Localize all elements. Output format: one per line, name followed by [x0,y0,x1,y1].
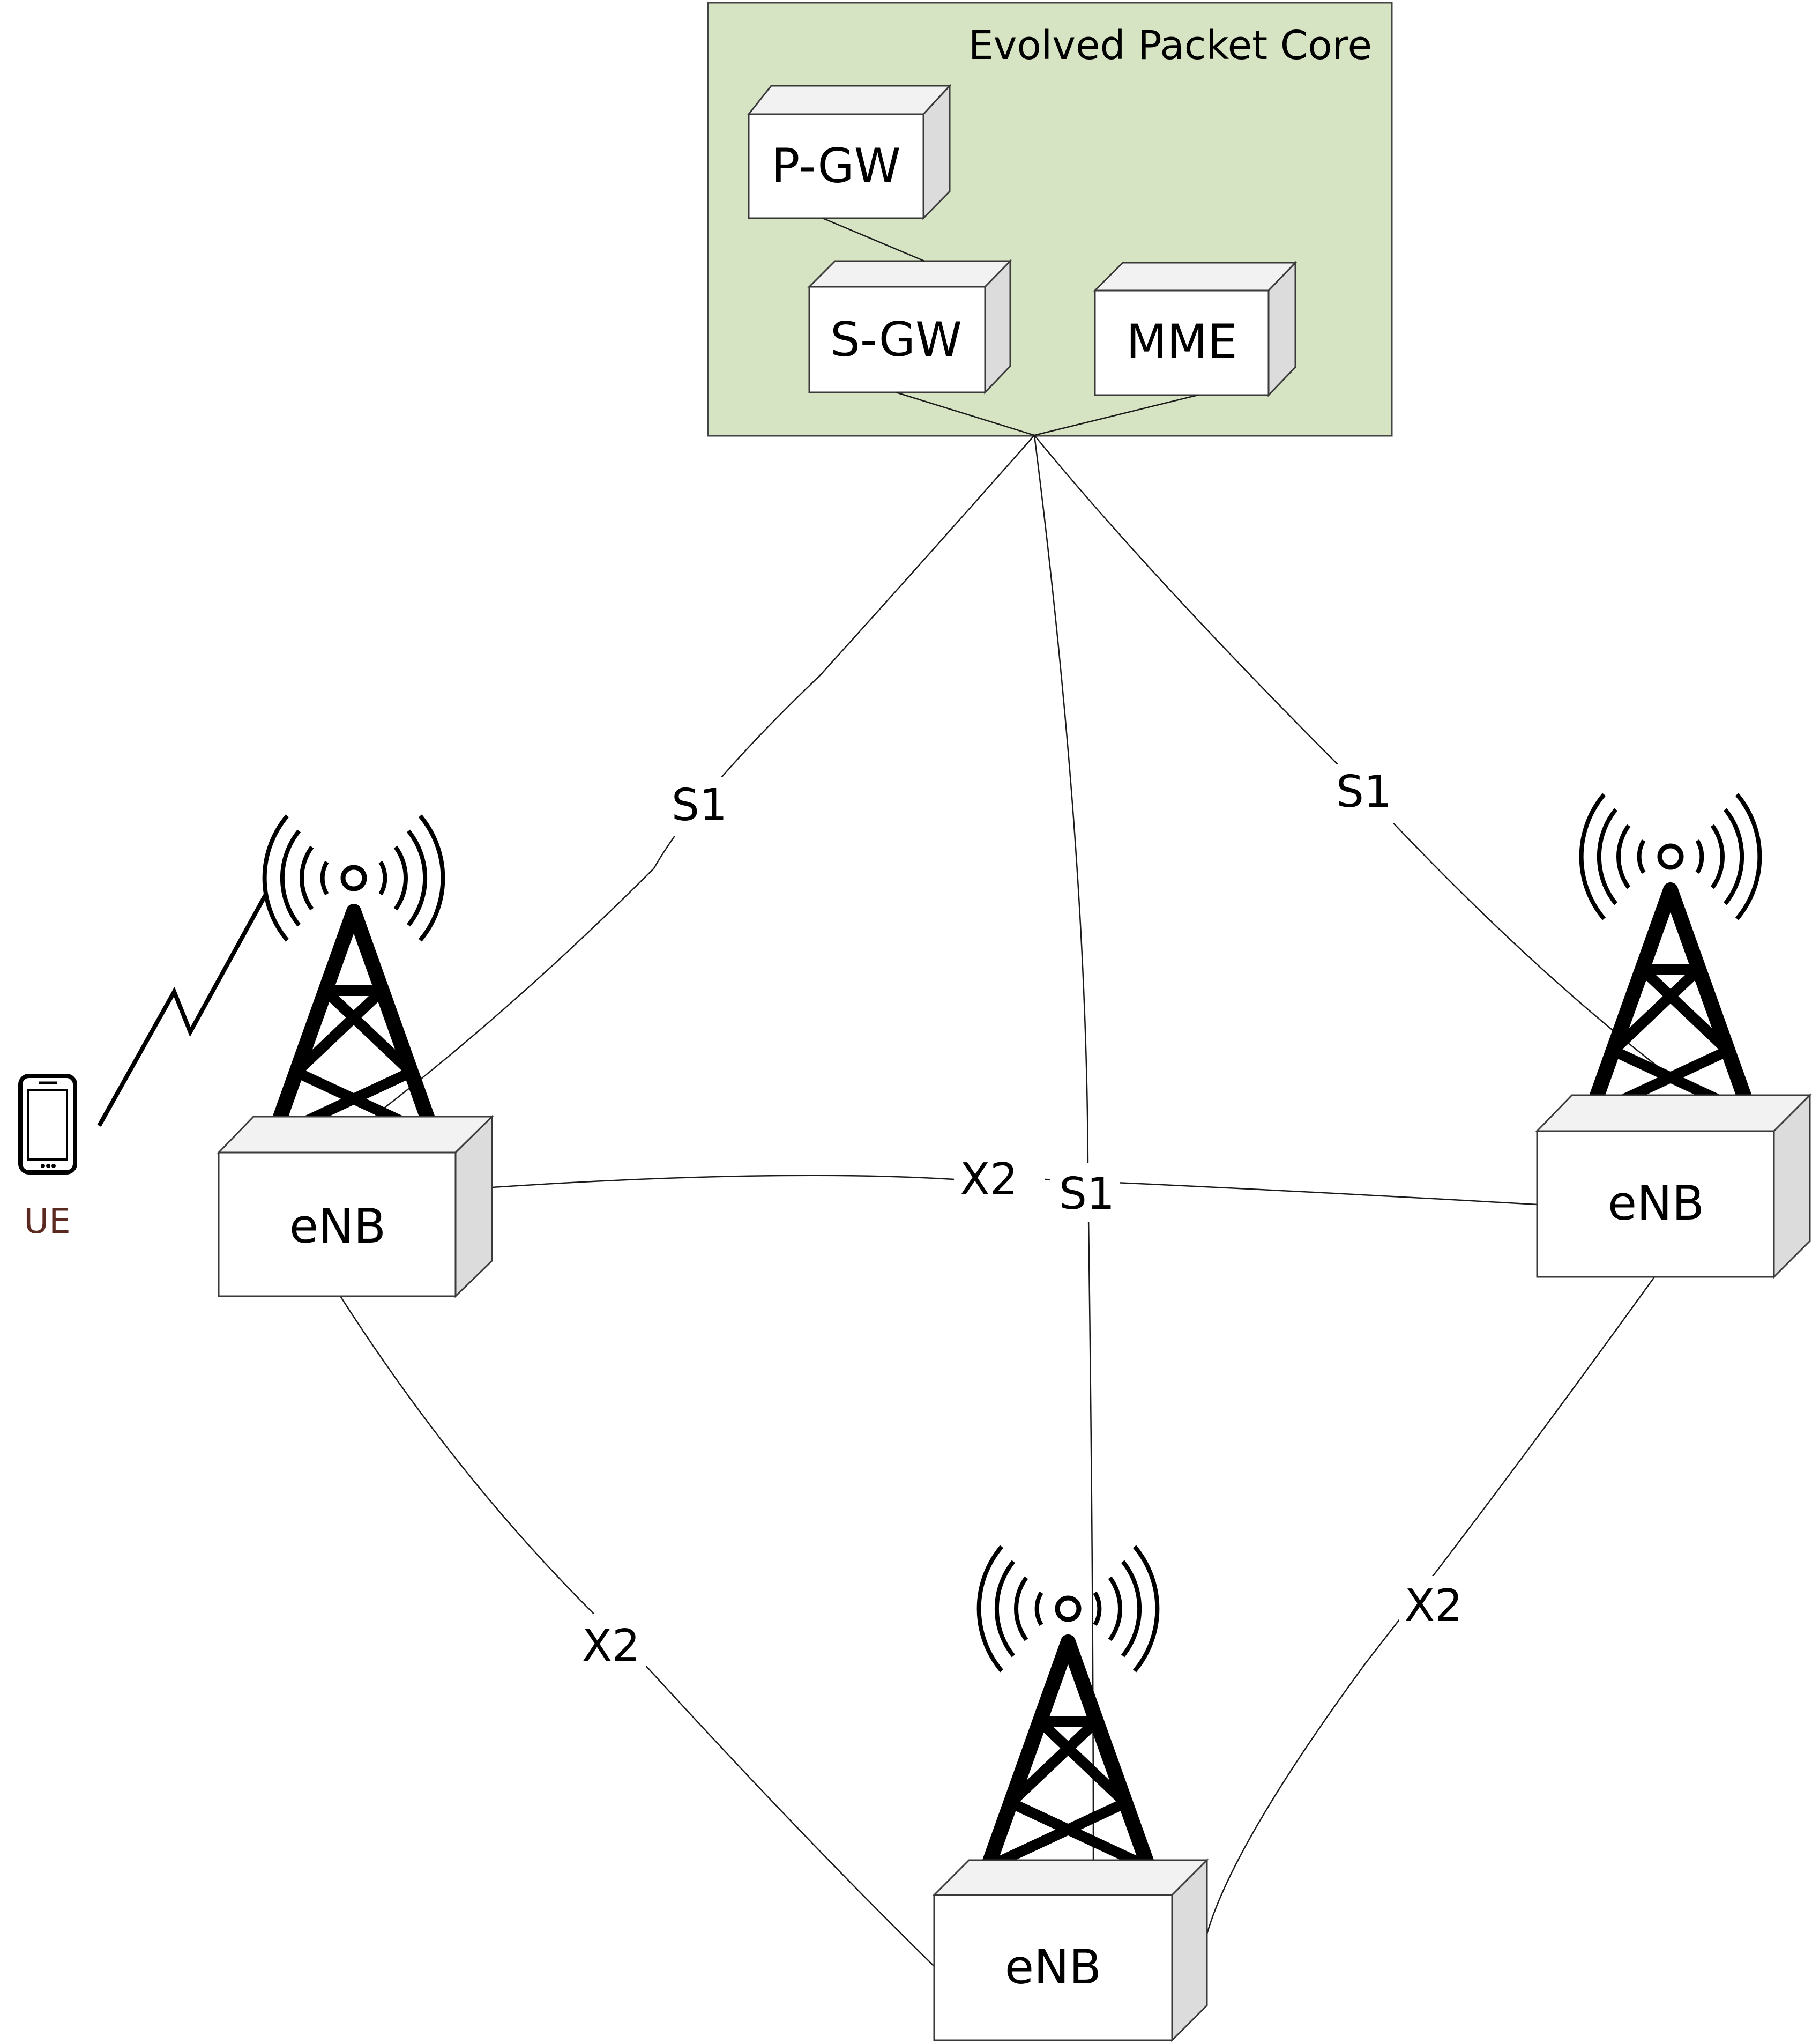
cell-tower-icon [979,1547,1158,1867]
enb-right-label: eNB [1608,1176,1704,1231]
enb-left-label: eNB [289,1199,386,1254]
mme-node[interactable]: MME [1093,261,1298,397]
smartphone-icon [18,1074,77,1175]
enb-bottom[interactable]: eNB [932,1547,1209,2042]
s1-label-right: S1 [1336,767,1392,817]
pgw-node[interactable]: P-GW [747,84,952,220]
ue-device[interactable]: UE [18,1074,77,1242]
x2-label-top: X2 [960,1154,1018,1205]
s1-link-left [375,435,1035,1116]
enb-bottom-label: eNB [1005,1939,1101,1995]
cell-tower-icon [1582,794,1760,1115]
link-labels: S1 S1 X2 S1 X2 X2 [576,764,1468,1675]
s1-label-left: S1 [672,780,727,831]
core-title: Evolved Packet Core [968,23,1372,69]
wireless-signal-icon [97,894,267,1127]
x2-label-left: X2 [582,1621,640,1671]
ue-label: UE [24,1202,70,1242]
enb-right[interactable]: eNB [1535,794,1812,1279]
mme-hub-link [1034,394,1198,436]
sgw-node[interactable]: S-GW [807,259,1012,395]
enb-left[interactable]: eNB [217,816,494,1298]
pgw-label: P-GW [771,138,900,194]
s1-label-center: S1 [1059,1169,1115,1220]
x2-label-right: X2 [1405,1580,1463,1631]
sgw-hub-link [896,391,1035,436]
mme-label: MME [1126,314,1237,369]
core-links [822,217,1198,436]
x2-link-right [1206,1276,1656,1935]
cell-tower-icon [265,816,443,1136]
pgw-sgw-link [822,217,925,262]
sgw-label: S-GW [830,312,962,367]
